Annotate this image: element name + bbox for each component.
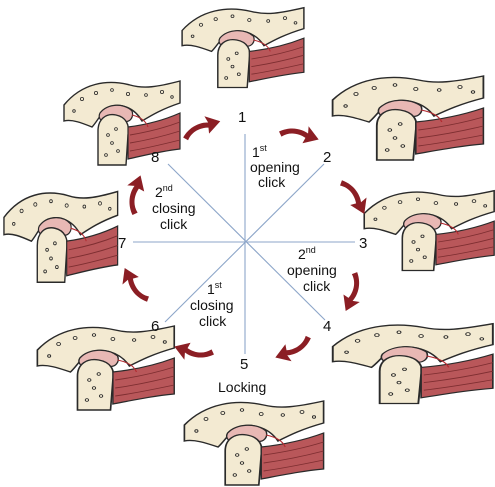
- ordinal-suffix: st: [260, 143, 268, 153]
- curved-arrow-5-to-6: [171, 337, 216, 369]
- tmj-joint-illustration-position-2: [331, 75, 485, 161]
- curved-arrow-7-to-8: [118, 172, 150, 217]
- caption-line: opening: [250, 159, 300, 175]
- ordinal: 2: [155, 184, 163, 200]
- caption-first-closing-click: 1st closing click: [190, 280, 234, 329]
- tmj-joint-illustration-position-7: [3, 190, 119, 283]
- ordinal-suffix: st: [215, 280, 223, 290]
- svg-text:2nd: 2nd: [155, 183, 173, 200]
- tmj-joint-illustration-position-6: [36, 325, 176, 411]
- spokes: [133, 134, 355, 354]
- curved-arrow-8-to-1: [179, 112, 223, 142]
- caption-second-opening-click: 2nd opening click: [287, 245, 337, 294]
- caption-line: click: [199, 313, 227, 329]
- caption-line: opening: [287, 262, 337, 278]
- caption-locking: Locking: [218, 379, 266, 395]
- curved-arrow-6-to-7: [116, 263, 151, 309]
- position-number-8: 8: [151, 149, 159, 166]
- ordinal-suffix: nd: [163, 183, 173, 193]
- ordinal-suffix: nd: [306, 245, 316, 255]
- caption-line: closing: [190, 297, 234, 313]
- curved-arrow-4-to-5: [271, 334, 316, 366]
- tmj-joint-illustration-position-1: [181, 6, 305, 89]
- caption-line: closing: [152, 200, 196, 216]
- spoke-2-6: [164, 163, 325, 323]
- position-number-2: 2: [323, 149, 331, 166]
- position-numbers: 1 2 3 4 5 6 7 8: [118, 109, 367, 373]
- position-number-1: 1: [238, 109, 246, 126]
- caption-second-closing-click: 2nd closing click: [152, 183, 196, 232]
- ordinal: 1: [207, 281, 215, 297]
- ordinal: 2: [298, 246, 306, 262]
- tmj-joint-illustration-position-3: [363, 189, 495, 272]
- position-number-7: 7: [118, 235, 126, 252]
- caption-first-opening-click: 1st opening click: [250, 143, 300, 190]
- tmj-joint-illustration-position-5: [183, 400, 325, 486]
- caption-line: click: [258, 174, 286, 190]
- svg-text:2nd: 2nd: [298, 245, 316, 262]
- svg-text:1st: 1st: [252, 143, 267, 160]
- position-number-3: 3: [359, 235, 367, 252]
- tmj-joint-illustration-position-4: [331, 322, 494, 405]
- spoke-8-4: [167, 163, 326, 321]
- ordinal: 1: [252, 144, 260, 160]
- curved-arrow-3-to-4: [336, 270, 371, 315]
- tmj-joint-illustration-position-8: [63, 80, 181, 166]
- caption-line: click: [303, 278, 331, 294]
- curved-arrow-1-to-2: [277, 117, 322, 149]
- position-number-6: 6: [151, 318, 159, 335]
- caption-line: click: [160, 216, 188, 232]
- position-number-4: 4: [323, 318, 331, 335]
- svg-text:1st: 1st: [207, 280, 222, 297]
- joint-illustrations: [3, 6, 495, 486]
- position-number-5: 5: [240, 356, 248, 373]
